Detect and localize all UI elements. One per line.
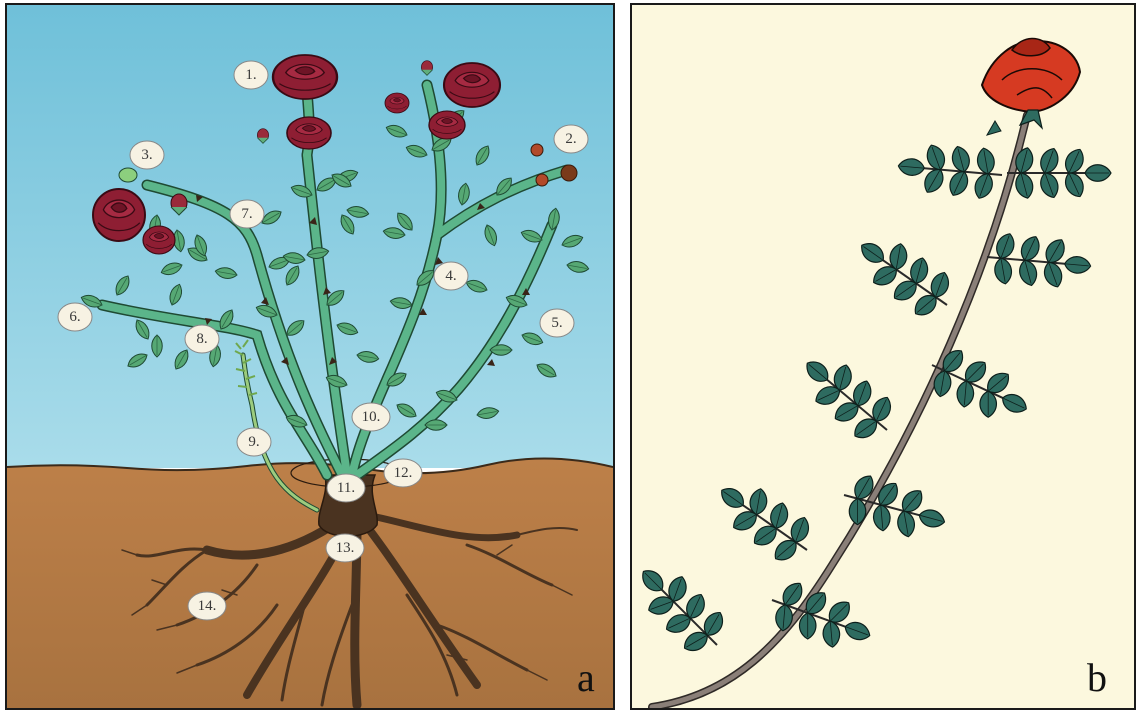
panel-letter-a: a [577, 655, 595, 700]
panel-letter-b: b [1087, 655, 1107, 700]
svg-text:13.: 13. [336, 540, 355, 556]
label-9: 9. [237, 428, 271, 456]
label-5: 5. [540, 309, 574, 337]
rose-plant-illustration: 1. 2. 3. 4. 5. 6. 7. 8. 9. 10. 11. 12. 1… [7, 5, 613, 708]
svg-text:7.: 7. [241, 206, 252, 222]
svg-text:5.: 5. [551, 315, 562, 331]
svg-text:14.: 14. [198, 598, 217, 614]
rose-stem-illustration: b [632, 5, 1134, 708]
label-6: 6. [58, 303, 92, 331]
svg-text:4.: 4. [445, 268, 456, 284]
soil-background [7, 458, 613, 708]
sepal-bud [987, 121, 1001, 135]
rose-flower [982, 38, 1080, 128]
label-1: 1. [234, 61, 268, 89]
svg-text:11.: 11. [337, 480, 355, 496]
label-12: 12. [384, 459, 422, 487]
label-11: 11. [327, 474, 365, 502]
compound-leaves [632, 121, 1111, 664]
svg-text:2.: 2. [565, 131, 576, 147]
svg-text:6.: 6. [69, 309, 80, 325]
svg-text:10.: 10. [362, 409, 381, 425]
label-2: 2. [554, 125, 588, 153]
svg-text:9.: 9. [248, 434, 259, 450]
label-10: 10. [352, 403, 390, 431]
panel-b-rose-stem: b [630, 3, 1136, 710]
label-4: 4. [434, 262, 468, 290]
svg-text:8.: 8. [196, 331, 207, 347]
label-13: 13. [326, 534, 364, 562]
label-8: 8. [185, 325, 219, 353]
label-14: 14. [188, 592, 226, 620]
panel-a-rose-anatomy: 1. 2. 3. 4. 5. 6. 7. 8. 9. 10. 11. 12. 1… [5, 3, 615, 710]
label-3: 3. [130, 141, 164, 169]
svg-text:3.: 3. [141, 147, 152, 163]
svg-text:12.: 12. [394, 465, 413, 481]
svg-text:1.: 1. [245, 67, 256, 83]
label-7: 7. [230, 200, 264, 228]
